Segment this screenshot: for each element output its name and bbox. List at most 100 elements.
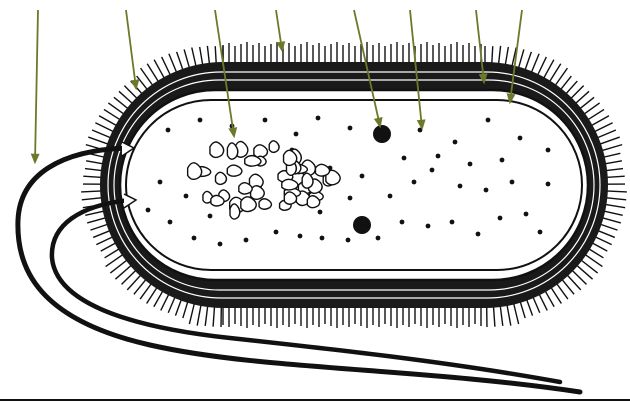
pilus xyxy=(579,97,594,109)
pilus xyxy=(147,287,158,304)
pointer-arrowhead-2 xyxy=(132,80,138,88)
ribosome-dot xyxy=(546,182,551,187)
pilus xyxy=(184,49,190,68)
ribosome-dot xyxy=(274,230,279,235)
nucleoid-loop xyxy=(239,183,252,194)
pilus xyxy=(545,290,554,307)
pilus xyxy=(96,237,113,245)
inclusion-granule-top xyxy=(373,125,391,143)
pilus xyxy=(605,198,626,200)
ribosome-dot xyxy=(402,156,407,161)
pilus xyxy=(605,169,623,171)
pilus xyxy=(197,304,201,326)
ribosome-dot xyxy=(476,232,481,237)
pilus xyxy=(500,305,503,326)
ribosome-dot xyxy=(168,220,173,225)
pilus xyxy=(205,305,208,326)
pilus xyxy=(88,137,109,144)
pilus xyxy=(82,198,103,200)
pointer-line-2 xyxy=(126,10,136,88)
nucleoid-loop xyxy=(269,141,279,153)
pilus xyxy=(505,47,508,66)
pilus xyxy=(154,290,163,307)
ribosome-dot xyxy=(546,148,551,153)
ribosome-dot xyxy=(388,194,393,199)
pilus xyxy=(603,153,621,157)
ribosome-dot xyxy=(294,132,299,137)
nucleoid-loop xyxy=(245,156,261,167)
ribosome-dot xyxy=(320,236,325,241)
pointer-arrowhead-4 xyxy=(278,42,284,50)
pilus xyxy=(104,109,121,120)
ribosome-dot xyxy=(453,140,458,145)
ribosome-dot xyxy=(166,128,171,133)
ribosome-dot xyxy=(348,126,353,131)
pointer-arrowhead-1 xyxy=(32,155,38,162)
pilus xyxy=(597,230,615,237)
pilus xyxy=(604,204,625,207)
pilus xyxy=(81,191,102,192)
pilus xyxy=(533,296,540,313)
ribosome-dot xyxy=(146,208,151,213)
ribosome-dot xyxy=(318,210,323,215)
nucleoid-loop xyxy=(307,196,319,208)
pilus xyxy=(99,116,117,126)
ribosome-dot xyxy=(298,234,303,239)
pilus xyxy=(114,97,129,109)
nucleoid-loop xyxy=(282,179,298,190)
pilus xyxy=(591,116,609,126)
pilus xyxy=(498,46,500,65)
pilus xyxy=(588,248,603,257)
pilus xyxy=(518,49,524,68)
cytoplasm xyxy=(126,100,582,270)
ribosome-dot xyxy=(184,194,189,199)
ribosome-dot xyxy=(524,212,529,217)
pilus xyxy=(85,169,103,171)
pilus xyxy=(90,224,108,230)
pilus xyxy=(587,109,604,120)
pilus xyxy=(602,218,621,223)
pilus xyxy=(520,301,525,318)
pilus xyxy=(189,303,194,324)
pilus xyxy=(87,218,106,223)
pilus xyxy=(95,123,114,132)
pilus xyxy=(192,48,196,68)
pilus xyxy=(213,306,214,327)
pilus xyxy=(93,230,111,237)
ribosome-dot xyxy=(208,214,213,219)
pilus xyxy=(525,52,532,71)
ribosome-dot xyxy=(412,180,417,185)
pilus xyxy=(594,237,611,245)
pointer-line-1 xyxy=(35,10,38,162)
pilus xyxy=(513,303,518,324)
pilus xyxy=(565,81,577,94)
ribosome-dot xyxy=(500,158,505,163)
pilus xyxy=(493,306,494,327)
pilus xyxy=(101,243,117,252)
pilus xyxy=(83,176,102,177)
nucleoid-loop xyxy=(284,192,296,204)
pilus xyxy=(507,304,511,326)
ribosome-dot xyxy=(468,162,473,167)
pilus xyxy=(603,211,623,215)
pilus xyxy=(591,243,607,252)
nucleoid-loop xyxy=(211,195,224,206)
pilus xyxy=(604,161,622,164)
ribosome-dot xyxy=(436,154,441,159)
ribosome-dot xyxy=(316,116,321,121)
nucleoid-loop xyxy=(227,165,242,176)
ribosome-dot xyxy=(198,118,203,123)
ribosome-dot xyxy=(192,236,197,241)
ribosome-dot xyxy=(458,184,463,189)
pilus xyxy=(92,130,111,138)
pilus xyxy=(560,76,571,90)
ribosome-dot xyxy=(400,220,405,225)
pilus xyxy=(161,293,169,310)
pilus xyxy=(600,224,618,230)
ribosome-dot xyxy=(348,196,353,201)
ribosome-dot xyxy=(158,180,163,185)
pilus xyxy=(207,46,209,65)
pilus xyxy=(137,76,148,90)
